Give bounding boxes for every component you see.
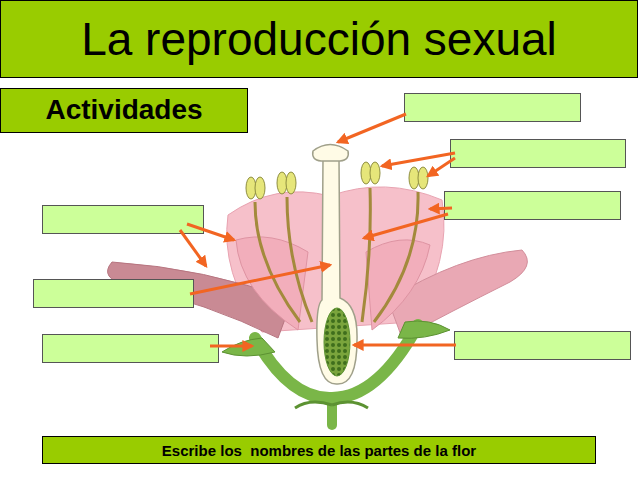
title-band: La reproducción sexual [0,0,638,78]
caption-box: Escribe los nombres de las partes de la … [42,436,596,464]
heading-text: Actividades [45,95,202,126]
heading-box: Actividades [0,88,248,133]
caption-text: Escribe los nombres de las partes de la … [162,442,476,459]
title-text: La reproducción sexual [81,16,557,62]
